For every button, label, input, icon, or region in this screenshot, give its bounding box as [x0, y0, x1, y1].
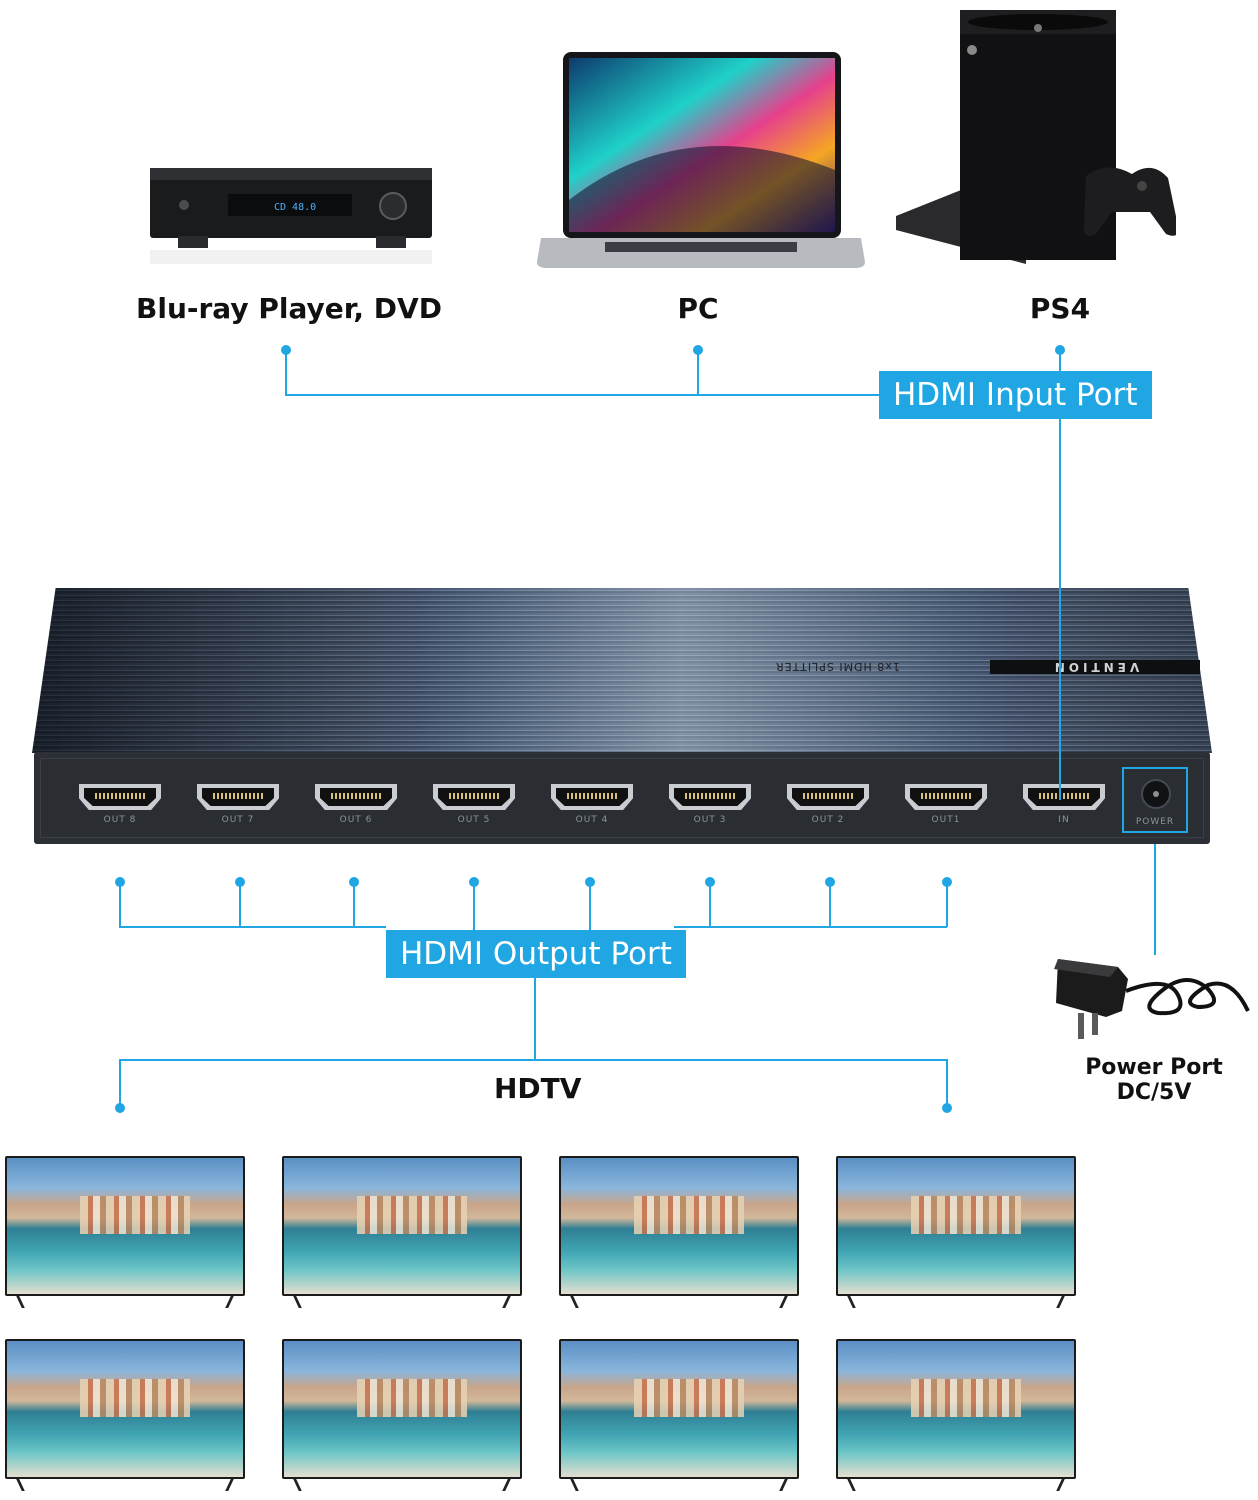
hdmi-port-in: IN: [1023, 784, 1105, 825]
hdtv-icon: [836, 1339, 1076, 1491]
hdmi-port-out7: OUT 7: [197, 784, 279, 825]
input-wire-overlay: [1059, 588, 1061, 800]
hdmi-port-out2: OUT 2: [787, 784, 869, 825]
power-adapter-icon: [1054, 959, 1250, 1039]
hdmi-port-out4: OUT 4: [551, 784, 633, 825]
splitter-model: 1x8 HDMI SPLITTER: [775, 660, 900, 673]
source-label-bluray: Blu-ray Player, DVD: [136, 292, 442, 325]
hdtv-icon: [5, 1156, 245, 1308]
hdtv-label: HDTV: [494, 1072, 582, 1105]
source-label-ps4: PS4: [1029, 292, 1091, 325]
svg-text:CD 48.0: CD 48.0: [274, 202, 316, 213]
power-jack: POWER: [1122, 767, 1188, 833]
hdmi-input-callout: HDMI Input Port: [879, 371, 1152, 419]
hdmi-port-out5: OUT 5: [433, 784, 515, 825]
hdmi-port-out6: OUT 6: [315, 784, 397, 825]
hdtv-icon: [282, 1339, 522, 1491]
laptop-icon: [537, 52, 865, 268]
power-port-line2: DC/5V: [1116, 1080, 1192, 1105]
hdmi-port-out3: OUT 3: [669, 784, 751, 825]
power-port-line1: Power Port: [1085, 1055, 1223, 1080]
hdmi-output-callout: HDMI Output Port: [386, 930, 686, 978]
game-console-icon: [896, 10, 1176, 264]
hdtv-icon: [559, 1339, 799, 1491]
blu-ray-player-icon: CD 48.0: [150, 168, 432, 264]
hdtv-icon: [5, 1339, 245, 1491]
hdtv-icon: [559, 1156, 799, 1308]
hdtv-icon: [836, 1156, 1076, 1308]
hdmi-port-out1: OUT1: [905, 784, 987, 825]
source-label-pc: PC: [677, 292, 719, 325]
power-port-label: Power Port DC/5V: [1085, 1055, 1223, 1105]
hdmi-port-out8: OUT 8: [79, 784, 161, 825]
hdtv-icon: [282, 1156, 522, 1308]
splitter-brand: VENTION: [990, 660, 1200, 674]
